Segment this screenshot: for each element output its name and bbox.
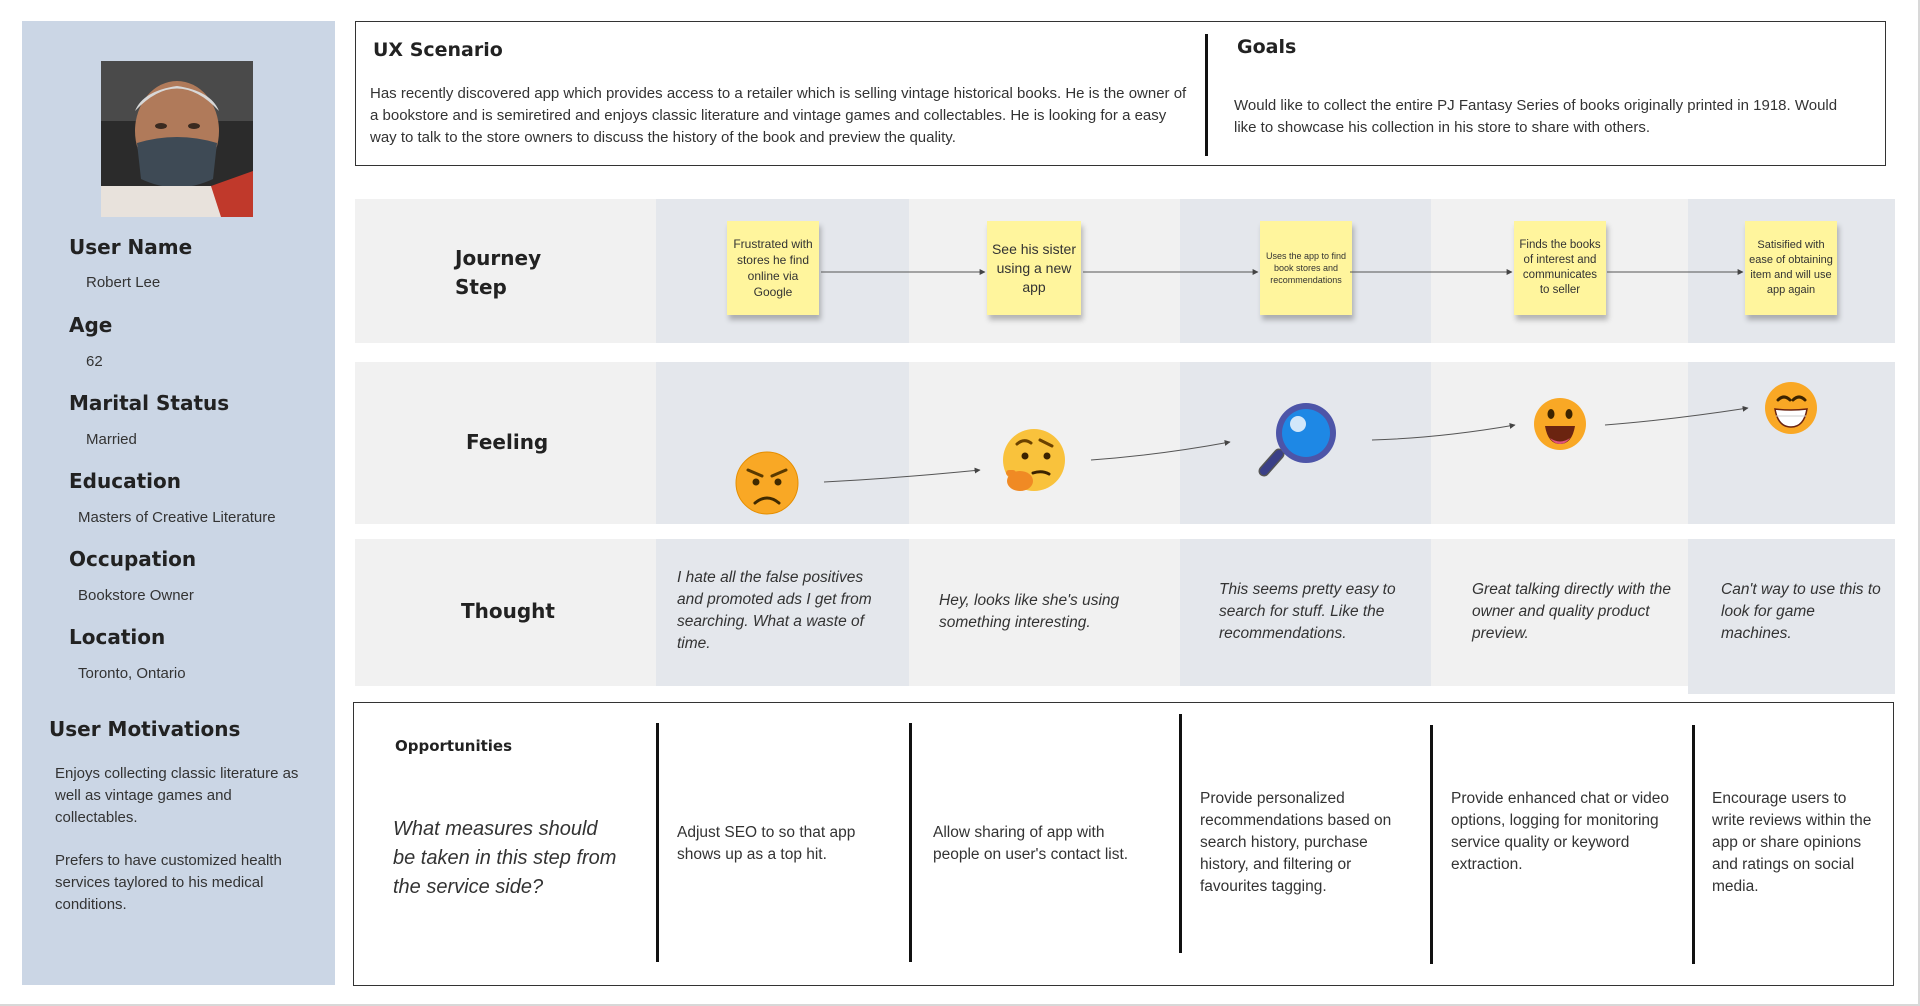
journey-sticky-note[interactable]: Satisified with ease of obtaining item a… (1745, 221, 1837, 315)
thought-text: Hey, looks like she's using something in… (939, 592, 1120, 631)
feeling-label: Feeling (466, 430, 549, 454)
persona-panel: User Name Robert Lee Age 62 Marital Stat… (22, 21, 335, 985)
opportunities-title: Opportunities (395, 737, 513, 755)
user-name-label: User Name (69, 235, 193, 259)
journey-label-line2: Step (455, 275, 507, 299)
location-value: Toronto, Ontario (78, 665, 186, 682)
opportunity-text: Allow sharing of app with people on user… (933, 824, 1129, 863)
marital-status-value: Married (86, 431, 137, 448)
motivations-title: User Motivations (49, 717, 241, 741)
thought-text: Can't way to use this to look for game m… (1721, 581, 1881, 642)
column-shade (656, 539, 909, 686)
feeling-row: Feeling (355, 362, 1895, 524)
column-shade (1688, 539, 1895, 694)
thought-row: Thought I hate all the false positives a… (355, 539, 1895, 694)
occupation-label: Occupation (69, 547, 197, 571)
scenario-goals-box: UX Scenario Has recently discovered app … (355, 21, 1886, 166)
goals-title: Goals (1237, 36, 1297, 58)
column-shade (1180, 539, 1431, 686)
journey-sticky-note[interactable]: See his sister using a new app (987, 221, 1081, 315)
column-shade (656, 362, 909, 524)
journey-step-label: Journey Step (455, 244, 541, 302)
motivation-item: Enjoys collecting classic literature as … (55, 765, 299, 826)
journey-label-line1: Journey (455, 246, 542, 270)
location-label: Location (69, 625, 166, 649)
opportunity-divider (1430, 725, 1433, 964)
thought-text: This seems pretty easy to search for stu… (1219, 581, 1396, 642)
goals-text: Would like to collect the entire PJ Fant… (1234, 97, 1838, 136)
opportunity-text: Adjust SEO to so that app shows up as a … (677, 824, 856, 863)
opportunities-box: Opportunities What measures should be ta… (353, 702, 1894, 986)
scenario-divider (1205, 34, 1208, 156)
journey-sticky-note[interactable]: Uses the app to find book stores and rec… (1260, 221, 1352, 315)
opportunity-divider (1179, 714, 1182, 953)
thought-text: I hate all the false positives and promo… (677, 569, 872, 652)
user-name-value: Robert Lee (86, 274, 161, 291)
education-label: Education (69, 469, 181, 493)
age-label: Age (69, 313, 113, 337)
opportunity-text: Encourage users to write reviews within … (1712, 790, 1872, 895)
occupation-value: Bookstore Owner (78, 587, 194, 604)
opportunity-divider (909, 723, 912, 962)
opportunities-question: What measures should be taken in this st… (393, 818, 617, 898)
opportunity-divider (1692, 725, 1695, 964)
scenario-text: Has recently discovered app which provid… (370, 85, 1187, 146)
scenario-title: UX Scenario (373, 39, 503, 61)
journey-sticky-note[interactable]: Finds the books of interest and communic… (1514, 221, 1606, 315)
motivation-item: Prefers to have customized health servic… (55, 852, 282, 913)
marital-status-label: Marital Status (69, 391, 230, 415)
portrait-image-icon (101, 61, 253, 217)
journey-sticky-note[interactable]: Frustrated with stores he find online vi… (727, 221, 819, 315)
thought-label: Thought (461, 599, 555, 623)
opportunity-divider (656, 723, 659, 962)
column-shade (1688, 362, 1895, 524)
opportunity-text: Provide personalized recommendations bas… (1200, 790, 1392, 895)
column-shade (1180, 362, 1431, 524)
journey-step-row: Journey Step Frustrated with stores he f… (355, 199, 1895, 343)
thought-text: Great talking directly with the owner an… (1472, 581, 1672, 642)
age-value: 62 (86, 353, 103, 370)
opportunity-text: Provide enhanced chat or video options, … (1451, 790, 1670, 873)
persona-photo (101, 61, 253, 217)
education-value: Masters of Creative Literature (78, 509, 276, 526)
